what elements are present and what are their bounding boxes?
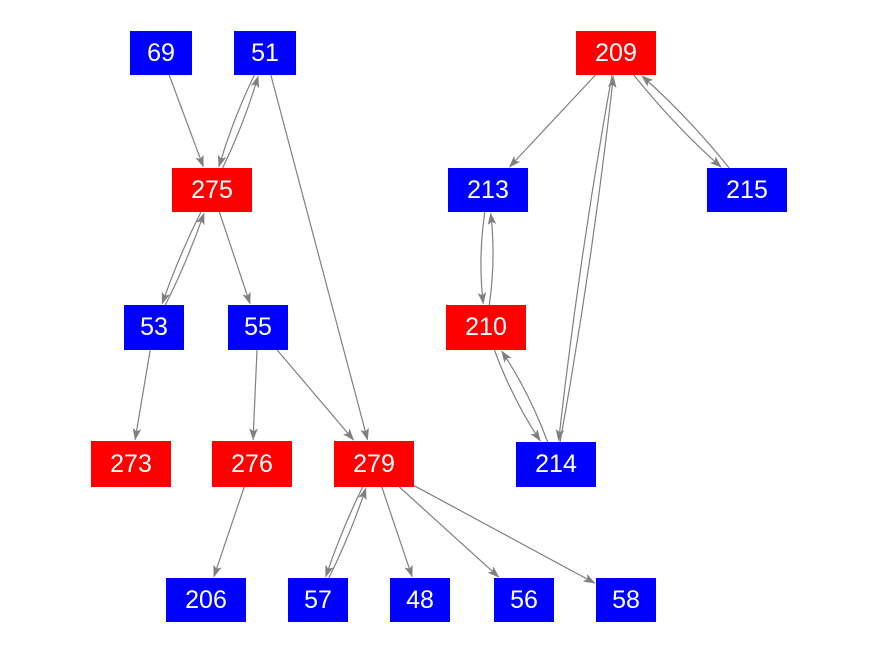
node-label: 209 xyxy=(595,38,637,67)
graph-edge-215-to-209 xyxy=(641,75,730,169)
graph-node-275[interactable]: 275 xyxy=(172,168,252,212)
graph-edge-279-to-56 xyxy=(398,486,500,578)
graph-node-58[interactable]: 58 xyxy=(596,578,656,622)
graph-node-206[interactable]: 206 xyxy=(166,578,246,622)
graph-edge-69-to-275 xyxy=(168,74,204,168)
node-label: 206 xyxy=(185,585,227,614)
node-label: 213 xyxy=(467,175,509,204)
graph-node-276[interactable]: 276 xyxy=(212,441,292,487)
graph-edge-210-to-214 xyxy=(493,349,541,442)
node-label: 56 xyxy=(510,585,538,614)
graph-node-210[interactable]: 210 xyxy=(446,305,526,350)
graph-edge-209-to-215 xyxy=(633,74,722,168)
graph-edge-213-to-210 xyxy=(477,211,487,305)
node-label: 55 xyxy=(244,313,272,341)
graph-edge-275-to-51 xyxy=(222,75,260,169)
graph-edge-209-to-214 xyxy=(555,74,613,442)
graph-edge-57-to-279 xyxy=(328,487,367,579)
graph-edge-214-to-209 xyxy=(559,75,617,443)
graph-edge-53-to-275 xyxy=(164,212,205,306)
graph-edge-55-to-276 xyxy=(249,349,258,441)
graph-edge-214-to-210 xyxy=(501,350,549,443)
graph-node-279[interactable]: 279 xyxy=(334,441,414,487)
node-label: 275 xyxy=(191,175,233,204)
node-label: 215 xyxy=(726,175,768,204)
node-label: 57 xyxy=(304,585,332,614)
graph-edge-279-to-48 xyxy=(381,486,413,578)
graph-node-273[interactable]: 273 xyxy=(91,441,171,487)
node-label: 210 xyxy=(465,313,507,341)
graph-node-57[interactable]: 57 xyxy=(288,578,348,622)
node-label: 214 xyxy=(535,450,577,478)
graph-node-55[interactable]: 55 xyxy=(228,305,288,350)
graph-node-209[interactable]: 209 xyxy=(576,31,656,75)
graph-edge-210-to-213 xyxy=(487,212,497,306)
graph-node-48[interactable]: 48 xyxy=(390,578,450,622)
node-label: 276 xyxy=(231,449,273,478)
graph-edge-279-to-58 xyxy=(413,485,596,584)
graph-edge-279-to-57 xyxy=(325,486,364,578)
graph-edge-276-to-206 xyxy=(213,486,245,578)
node-label: 58 xyxy=(612,585,640,614)
graph-node-214[interactable]: 214 xyxy=(516,442,596,487)
node-label: 51 xyxy=(251,38,279,67)
node-label: 273 xyxy=(110,449,152,478)
graph-edge-209-to-213 xyxy=(508,74,596,168)
graph-node-69[interactable]: 69 xyxy=(130,31,192,75)
graph-edge-275-to-53 xyxy=(161,211,202,305)
graph-node-213[interactable]: 213 xyxy=(448,168,528,212)
node-label: 279 xyxy=(353,449,395,478)
graph-edge-51-to-279 xyxy=(270,74,369,441)
graph-edge-55-to-279 xyxy=(276,349,355,441)
graph-node-51[interactable]: 51 xyxy=(234,31,296,75)
node-label: 69 xyxy=(147,38,175,67)
graph-node-56[interactable]: 56 xyxy=(494,578,554,622)
graph-node-53[interactable]: 53 xyxy=(124,305,184,350)
graph-edge-53-to-273 xyxy=(132,349,151,441)
graph-node-215[interactable]: 215 xyxy=(707,168,787,212)
node-label: 48 xyxy=(406,585,434,614)
node-label: 53 xyxy=(140,313,168,341)
graph-edge-51-to-275 xyxy=(217,74,255,168)
graph-edge-275-to-55 xyxy=(218,211,251,305)
